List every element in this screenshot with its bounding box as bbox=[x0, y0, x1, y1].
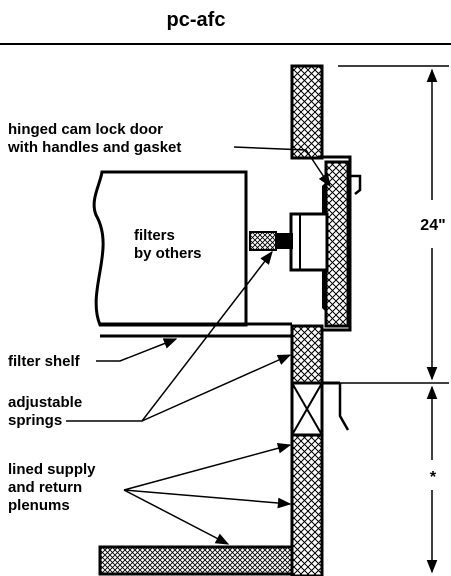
lower-wall-panel-upper bbox=[290, 324, 324, 385]
door-handle bbox=[350, 174, 362, 195]
lower-wall-panel-bottom bbox=[290, 433, 324, 576]
label-springs-line1: adjustable bbox=[8, 394, 82, 411]
label-door-line1: hinged cam lock door bbox=[8, 121, 163, 138]
leader-plenums bbox=[123, 442, 292, 545]
leader-filter-shelf bbox=[96, 338, 178, 362]
label-filters-line2: by others bbox=[134, 245, 202, 262]
label-plenum-line3: plenums bbox=[8, 497, 70, 514]
label-springs-line2: springs bbox=[8, 412, 62, 429]
filter-shelf bbox=[100, 322, 292, 338]
lower-duct-section bbox=[290, 381, 350, 437]
label-filters-line1: filters bbox=[134, 227, 175, 244]
adjustable-spring bbox=[249, 231, 277, 251]
leader-door bbox=[233, 146, 331, 188]
label-door-line2: with handles and gasket bbox=[7, 139, 181, 156]
spring-housing bbox=[289, 212, 329, 272]
filter-block bbox=[92, 170, 248, 327]
floor-plenum bbox=[98, 545, 294, 576]
leader-springs-branch bbox=[141, 354, 292, 422]
label-plenum-line2: and return bbox=[8, 479, 82, 496]
spring-rod bbox=[275, 233, 293, 249]
diagram-title: pc-afc bbox=[167, 9, 226, 31]
label-plenum-line1: lined supply bbox=[8, 461, 96, 478]
upper-wall-panel bbox=[290, 64, 324, 160]
label-filter-shelf: filter shelf bbox=[8, 353, 81, 370]
dimension-upper-label: 24" bbox=[420, 217, 445, 234]
dimension-24-inch bbox=[338, 65, 449, 384]
dimension-lower-label: * bbox=[430, 469, 437, 486]
